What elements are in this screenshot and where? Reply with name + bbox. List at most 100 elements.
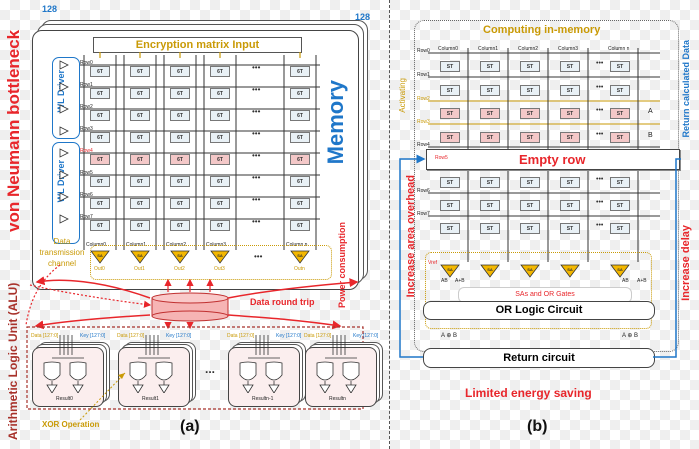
memory-cell: 6T <box>90 198 110 209</box>
sense-amplifier: SA <box>610 264 630 283</box>
alu-data-label: Data [127:0] <box>304 333 332 339</box>
alu-data-label: Data [127:0] <box>117 333 145 339</box>
sa-or-label: SAs and OR Gates <box>515 291 575 298</box>
xor-gate-icons <box>239 335 283 393</box>
alu-data-label: Data [127:0] <box>31 333 59 339</box>
row-label: Row6 <box>417 188 430 194</box>
wl-driver-icon <box>59 126 69 136</box>
encryption-input-bar: Encryption matrix Input <box>93 37 302 53</box>
xor-gate-icons <box>129 335 173 393</box>
cim-cell: ST <box>440 177 460 188</box>
sense-amplifier: SA <box>560 264 580 283</box>
gate-input-label: A+B <box>637 278 647 284</box>
empty-row-index: Row5 <box>435 155 448 161</box>
cim-cell: ST <box>560 85 580 96</box>
alu-key-label: Key [127:0] <box>276 333 302 339</box>
column-label: Column3 <box>558 46 579 52</box>
memory-cell: 6T <box>170 110 190 121</box>
alu-result-label: Resultn-1 <box>252 396 274 402</box>
svg-text:SA: SA <box>567 267 573 272</box>
alu-key-label: Key [127:0] <box>80 333 106 339</box>
sense-amp-icon: SA <box>170 250 190 264</box>
row-label: Row2 <box>80 104 93 110</box>
cim-cell: ST <box>610 200 630 211</box>
sense-amplifier: SA <box>130 250 150 269</box>
cim-cell: ST <box>610 61 630 72</box>
xor-operation-label: XOR Operation <box>42 420 100 429</box>
wl-driver-icon <box>59 82 69 92</box>
panel-divider <box>389 0 390 449</box>
svg-text:SA: SA <box>137 253 143 258</box>
cim-cell: ST <box>440 223 460 234</box>
gate-input-label: AB <box>441 278 448 284</box>
memory-cell: 6T <box>130 154 150 165</box>
alu-ellipsis: ... <box>205 362 216 376</box>
cim-cell: ST <box>440 200 460 211</box>
xor-gate-icons <box>43 335 87 393</box>
memory-cell: 6T <box>170 88 190 99</box>
memory-cell: 6T <box>130 66 150 77</box>
svg-text:SA: SA <box>177 253 183 258</box>
ellipsis: ••• <box>252 195 261 204</box>
increase-delay-label: Increase delay <box>680 225 692 301</box>
alu-key-label: Key [127:0] <box>353 333 379 339</box>
row-label: Row5 <box>80 170 93 176</box>
vref-label: Vref <box>428 260 437 266</box>
row-label: Row2 <box>417 96 430 102</box>
panel-b-label: (b) <box>527 418 548 435</box>
memory-cell: 6T <box>290 66 310 77</box>
memory-cell: 6T <box>170 132 190 143</box>
alu-unit-front <box>228 347 300 407</box>
cim-cell: ST <box>560 108 580 119</box>
cim-cell: ST <box>520 132 540 143</box>
cim-title: Computing in-memory <box>483 24 601 36</box>
cim-cell: ST <box>610 132 630 143</box>
memory-cell: 6T <box>130 198 150 209</box>
memory-cell: 6T <box>210 176 230 187</box>
svg-text:SA: SA <box>447 267 453 272</box>
memory-cell: 6T <box>210 110 230 121</box>
alu-data-label: Data [127:0] <box>227 333 255 339</box>
memory-cell: 6T <box>210 88 230 99</box>
memory-cell: 6T <box>90 132 110 143</box>
empty-row: Row5 Empty row <box>426 149 680 170</box>
gate-input-label: AB <box>622 278 629 284</box>
stack-depth-top: 128 <box>42 4 58 14</box>
cim-cell: ST <box>520 85 540 96</box>
svg-text:SA: SA <box>617 267 623 272</box>
cim-cell: ST <box>440 85 460 96</box>
xor-result-left: A ⊕ B <box>441 333 458 339</box>
svg-text:SA: SA <box>297 253 303 258</box>
encryption-input-label: Encryption matrix Input <box>135 39 260 51</box>
alu-result-label: Resultn <box>329 396 346 402</box>
cim-cell: ST <box>520 223 540 234</box>
cim-cell: ST <box>480 85 500 96</box>
or-logic-label: OR Logic Circuit <box>495 304 583 316</box>
data-transmission-channel: Data transmission channel <box>39 237 85 268</box>
ellipsis: ••• <box>596 107 604 114</box>
row-label: Row0 <box>80 60 93 66</box>
cim-cell: ST <box>610 108 630 119</box>
panel-a-label: (a) <box>180 418 200 435</box>
output-label: Out2 <box>174 266 185 272</box>
ellipsis: ••• <box>596 199 604 206</box>
memory-cell: 6T <box>170 154 190 165</box>
cim-cell: ST <box>520 200 540 211</box>
cim-cell: ST <box>440 108 460 119</box>
cim-cell: ST <box>610 223 630 234</box>
memory-cell: 6T <box>90 220 110 231</box>
sense-amp-icon: SA <box>210 250 230 264</box>
memory-cell: 6T <box>90 110 110 121</box>
cim-cell: ST <box>440 132 460 143</box>
row-label: Row6 <box>80 192 93 198</box>
svg-text:SA: SA <box>527 267 533 272</box>
row-label: Row7 <box>80 214 93 220</box>
ellipsis: ••• <box>252 129 261 138</box>
memory-array-grid <box>59 52 320 250</box>
return-circuit: Return circuit <box>423 348 655 368</box>
limited-energy-saving-label: Limited energy saving <box>465 386 592 400</box>
xor-gate-icons <box>316 335 360 393</box>
memory-cell: 6T <box>210 132 230 143</box>
sense-amp-icon: SA <box>610 264 630 278</box>
alu-unit-front <box>305 347 377 407</box>
